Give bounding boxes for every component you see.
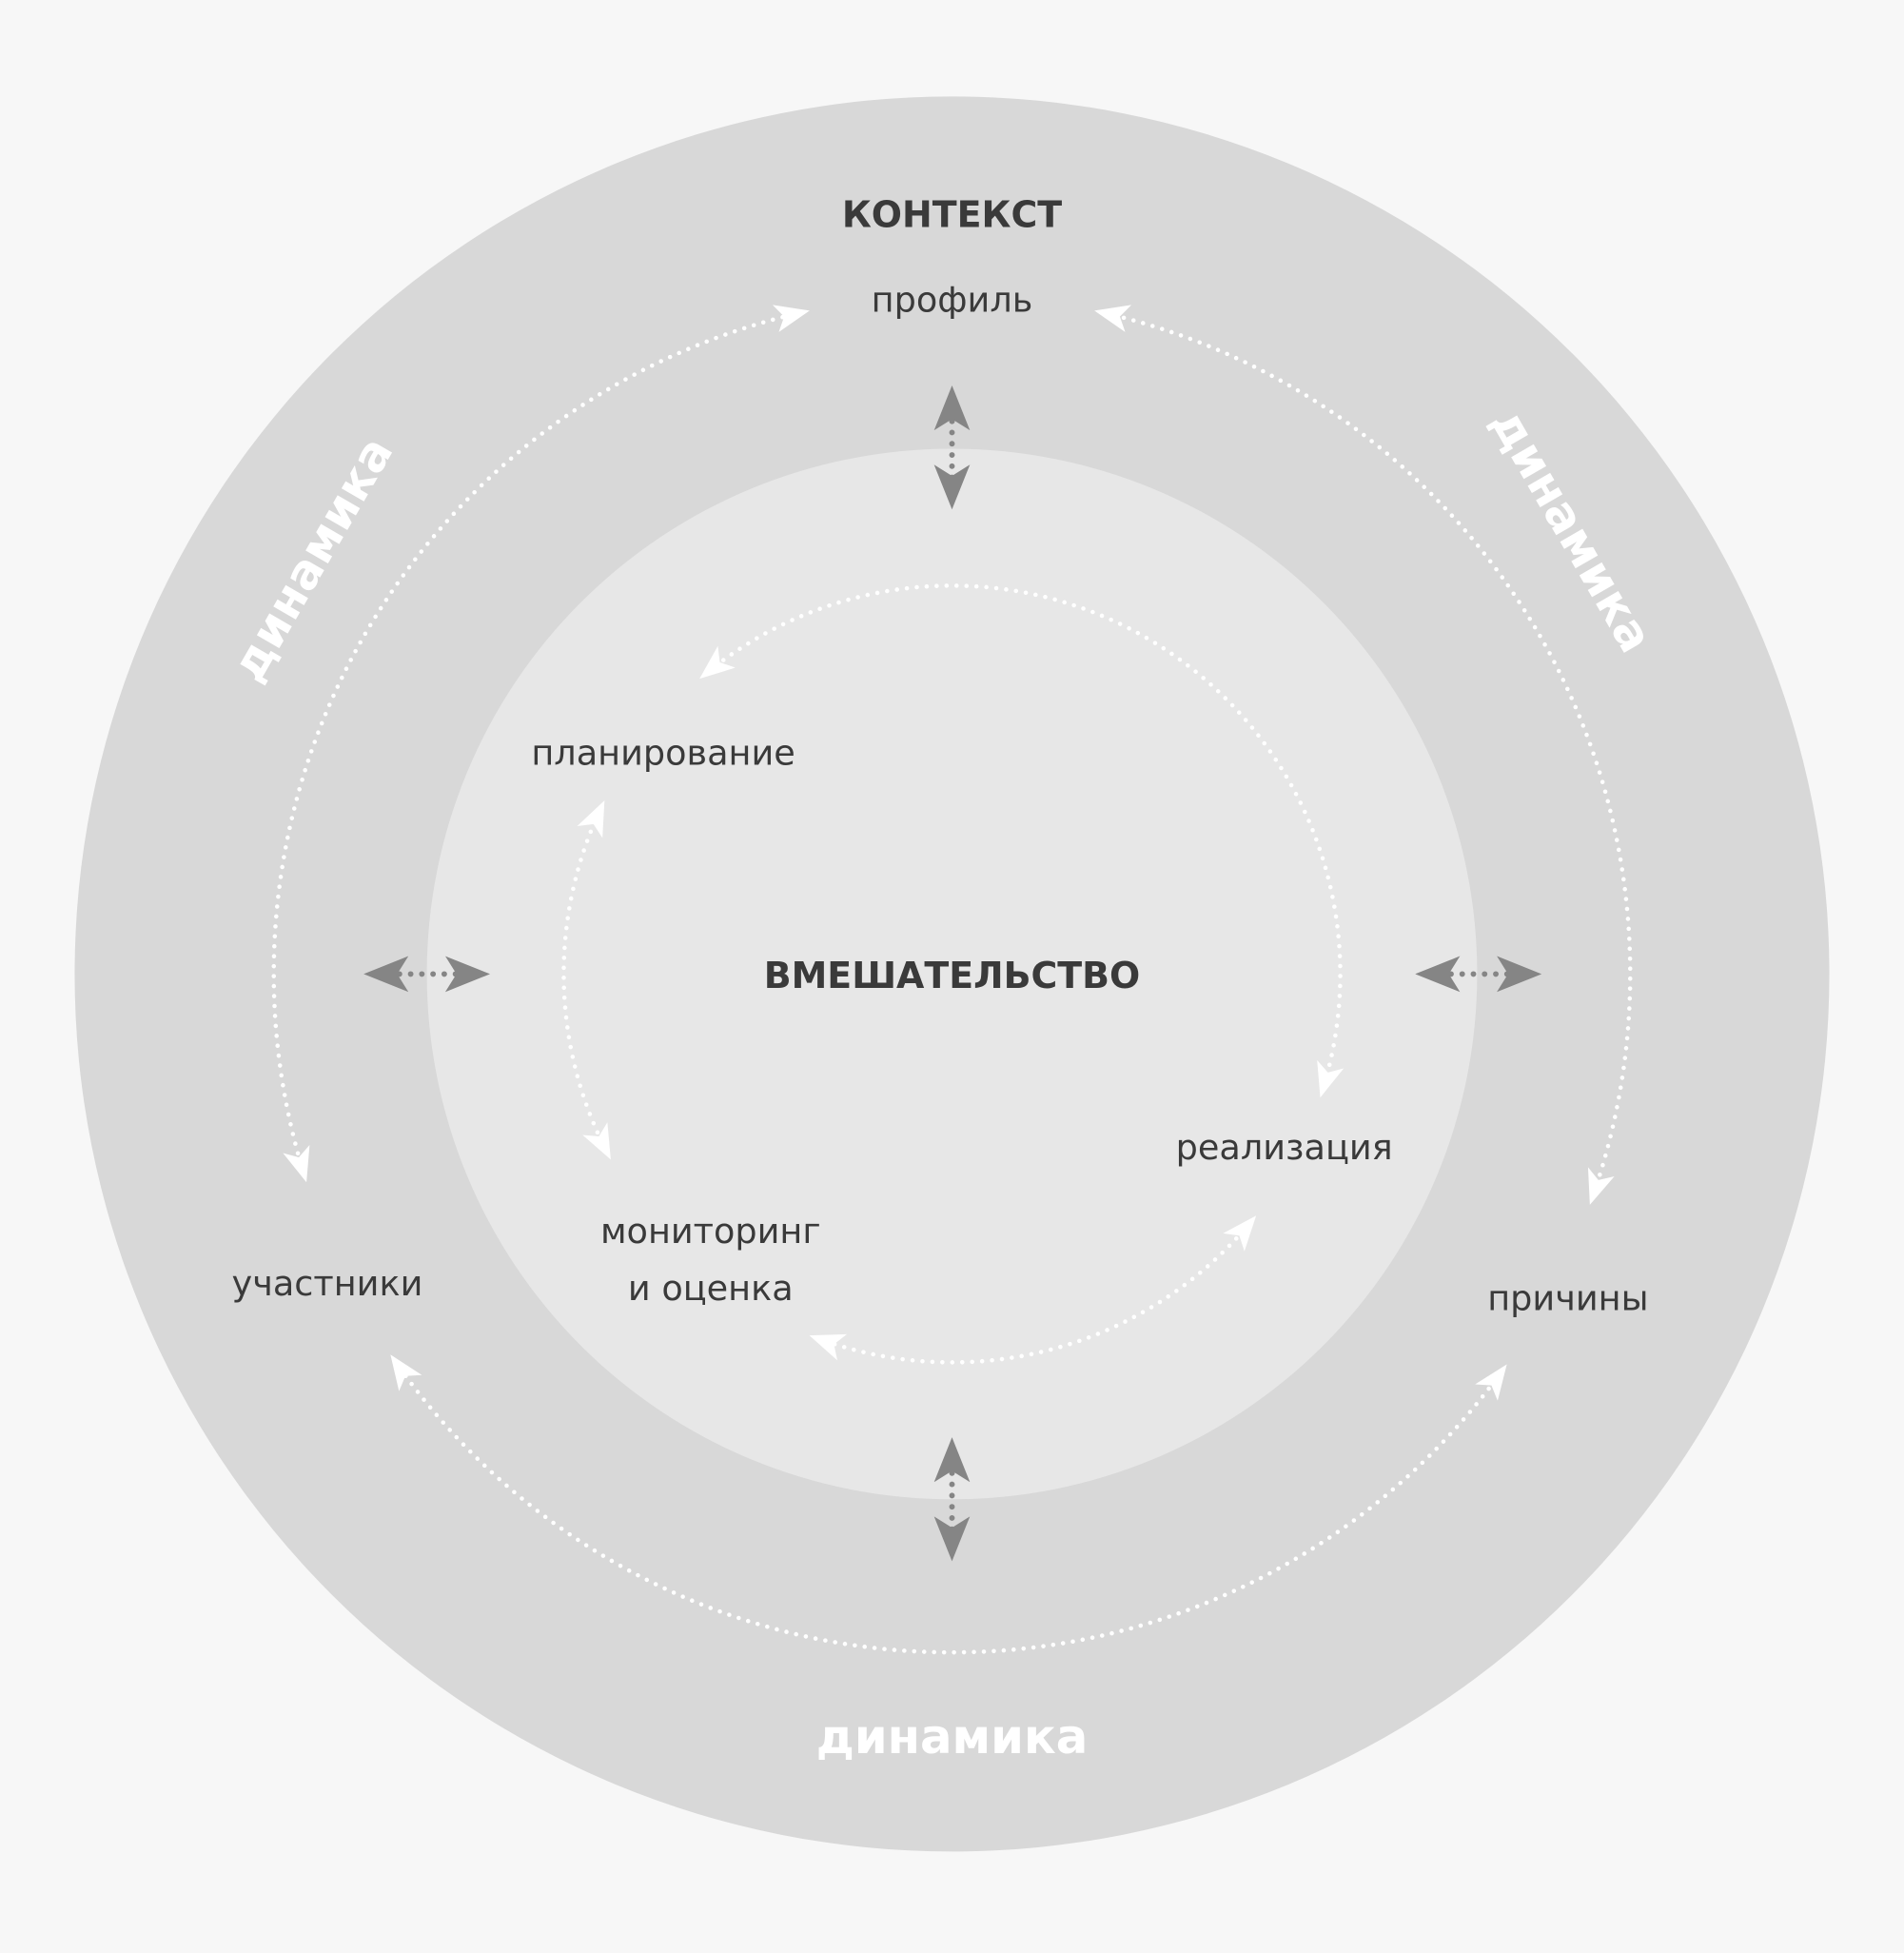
- outer-arc-left-arrow: [271, 305, 810, 1183]
- label-causes: причины: [1487, 1278, 1648, 1319]
- outer-arc-bottom-arrow: [390, 1354, 1507, 1655]
- label-planning: планирование: [531, 733, 795, 774]
- label-implementation: реализация: [1176, 1127, 1393, 1168]
- inner-arc-top-arrow: [699, 583, 1345, 1098]
- label-monitoring-line1: мониторинг: [600, 1211, 821, 1252]
- label-participants: участники: [232, 1263, 423, 1304]
- outer-arc-right-arrow: [1094, 305, 1633, 1205]
- inner-arc-bottom-arrow: [809, 1215, 1257, 1365]
- label-profile: профиль: [872, 280, 1033, 321]
- intervention-title: ВМЕШАТЕЛЬСТВО: [764, 955, 1141, 996]
- label-dynamics-bottom: динамика: [816, 1709, 1089, 1765]
- inner-arc-left-arrow: [561, 799, 611, 1160]
- label-monitoring-line2: и оценка: [628, 1268, 794, 1309]
- context-title: КОНТЕКСТ: [842, 194, 1062, 236]
